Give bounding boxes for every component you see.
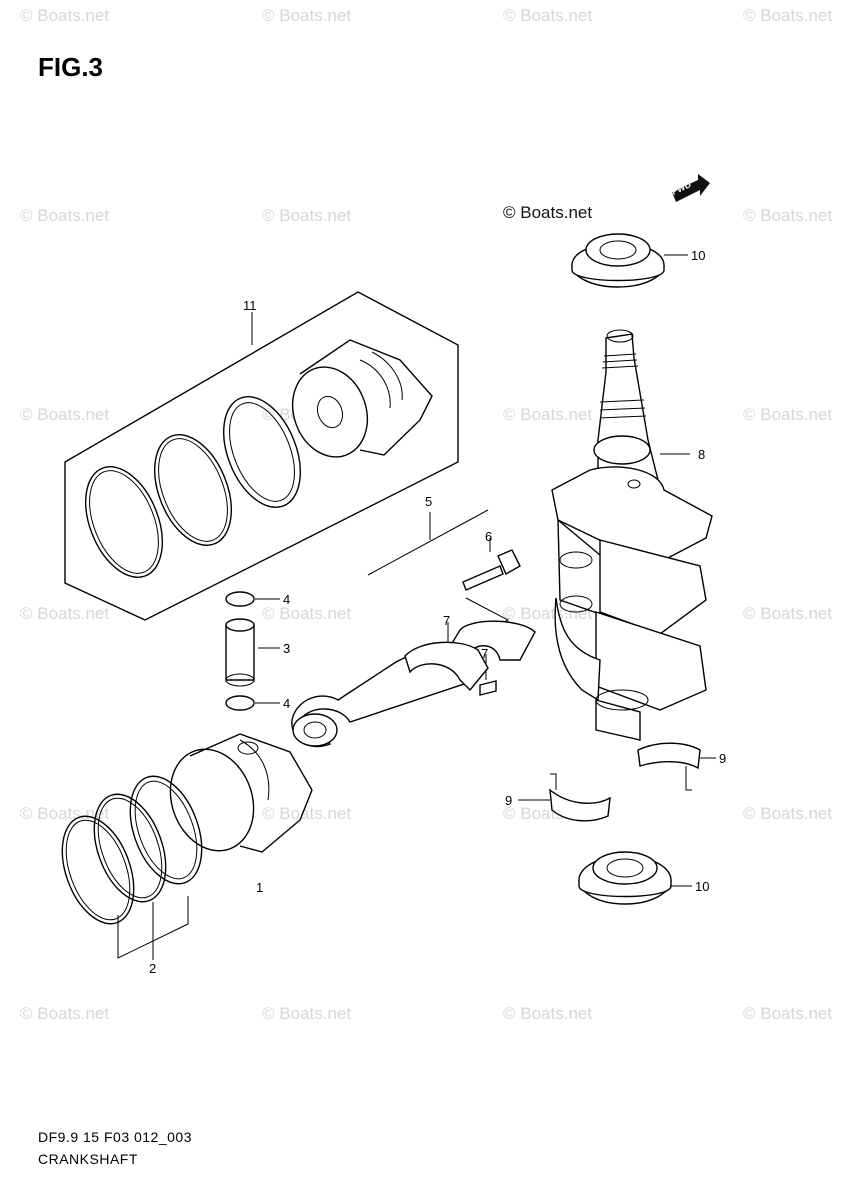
watermark: © Boats.net (503, 1004, 593, 1023)
watermark: © Boats.net (743, 6, 833, 25)
watermark: © Boats.net (20, 604, 110, 623)
diagram-caption: CRANKSHAFT (38, 1151, 138, 1167)
callout-4-upper: 4 (283, 592, 291, 607)
diagram-code: DF9.9 15 F03 012_003 (38, 1129, 192, 1145)
watermark: © Boats.net (743, 604, 833, 623)
fwd-arrow-icon (672, 174, 710, 202)
part-9-bearing-upper (637, 742, 716, 791)
part-9-bearing-lower (518, 773, 611, 822)
callout-4-lower: 4 (283, 696, 291, 711)
part-2-piston-rings (61, 775, 203, 960)
callout-9-left: 9 (505, 793, 513, 808)
connecting-rod (291, 641, 489, 748)
part-10-oil-seal-lower (578, 851, 692, 905)
watermark: © Boats.net (20, 206, 110, 225)
part-5-leader (367, 509, 489, 576)
watermark: © Boats.net (20, 405, 110, 424)
watermark: © Boats.net (262, 804, 352, 823)
watermark: © Boats.net (503, 203, 593, 222)
part-8-crankshaft (551, 329, 713, 741)
part-4-circlip-upper (225, 591, 280, 607)
watermark: © Boats.net (20, 804, 110, 823)
watermark: © Boats.net (262, 206, 352, 225)
part-3-piston-pin (225, 618, 280, 687)
part-11-piston-ring-set (64, 291, 459, 621)
watermark: © Boats.net (503, 405, 593, 424)
watermark: © Boats.net (503, 6, 593, 25)
callout-8: 8 (698, 447, 706, 462)
part-10-oil-seal-upper (571, 233, 688, 288)
callout-9-right: 9 (719, 751, 727, 766)
part-6-bolt (462, 538, 521, 591)
watermark: © Boats.net (743, 405, 833, 424)
callout-10-lower: 10 (695, 879, 710, 894)
callout-2: 2 (149, 961, 157, 976)
part-4-circlip-lower (225, 695, 280, 711)
watermark: © Boats.net (743, 804, 833, 823)
watermark: © Boats.net (20, 6, 110, 25)
watermark: © Boats.net (743, 206, 833, 225)
callout-6: 6 (485, 529, 493, 544)
watermark: © Boats.net (20, 1004, 110, 1023)
callout-11: 11 (243, 298, 257, 313)
callout-10-upper: 10 (691, 248, 706, 263)
callout-1: 1 (256, 880, 264, 895)
watermark: © Boats.net (743, 1004, 833, 1023)
callout-7-upper: 7 (443, 613, 451, 628)
watermark: © Boats.net (262, 1004, 352, 1023)
callout-3: 3 (283, 641, 291, 656)
callout-5: 5 (425, 494, 433, 509)
part-1-piston (169, 733, 313, 853)
callout-7-lower: 7 (481, 646, 489, 661)
watermark: © Boats.net (503, 604, 593, 623)
watermark: © Boats.net (262, 604, 352, 623)
figure-title: FIG.3 (38, 52, 104, 82)
watermark: © Boats.net (262, 6, 352, 25)
